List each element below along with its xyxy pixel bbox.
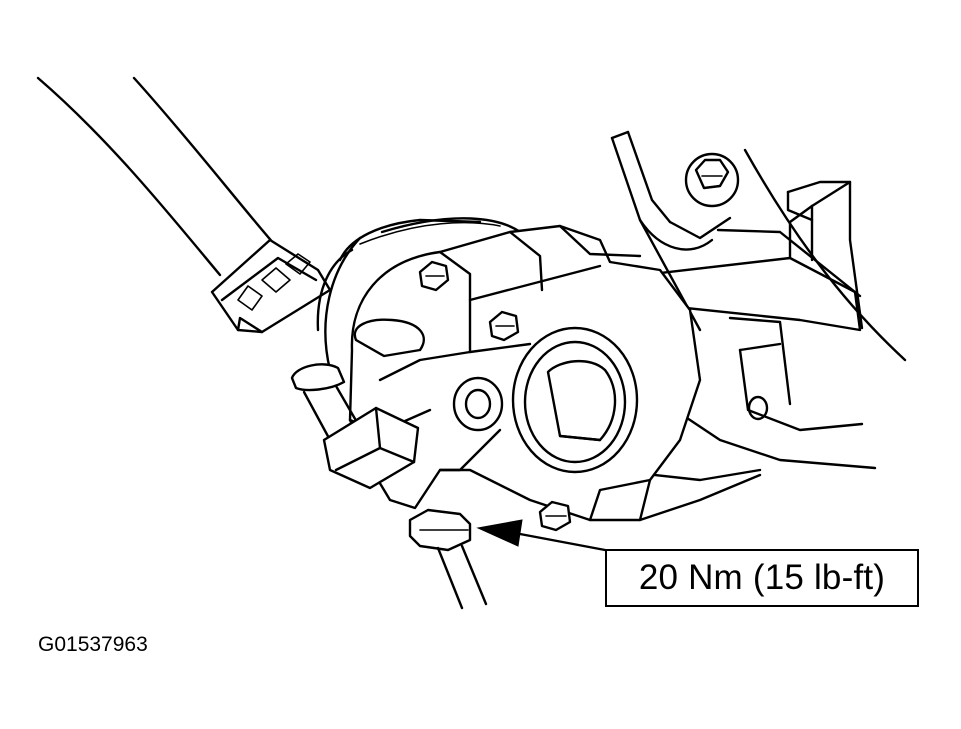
torque-spec-text: 20 Nm (15 lb-ft) [638,558,886,597]
pressure-hose [36,76,332,334]
mounting-bolt-lower [538,500,572,532]
torque-leader-arrow [476,519,607,552]
mounting-bolt-center [488,310,520,342]
inlet-fitting [290,363,420,490]
outlet-fitting [408,508,488,610]
pump-pulley [316,217,522,372]
pump-body [348,224,702,532]
torque-spec-callout: 20 Nm (15 lb-ft) [605,549,919,607]
figure-id-code: G01537963 [38,633,148,656]
mounting-bolt-upper-left [418,260,450,292]
engine-bracket [598,130,907,522]
